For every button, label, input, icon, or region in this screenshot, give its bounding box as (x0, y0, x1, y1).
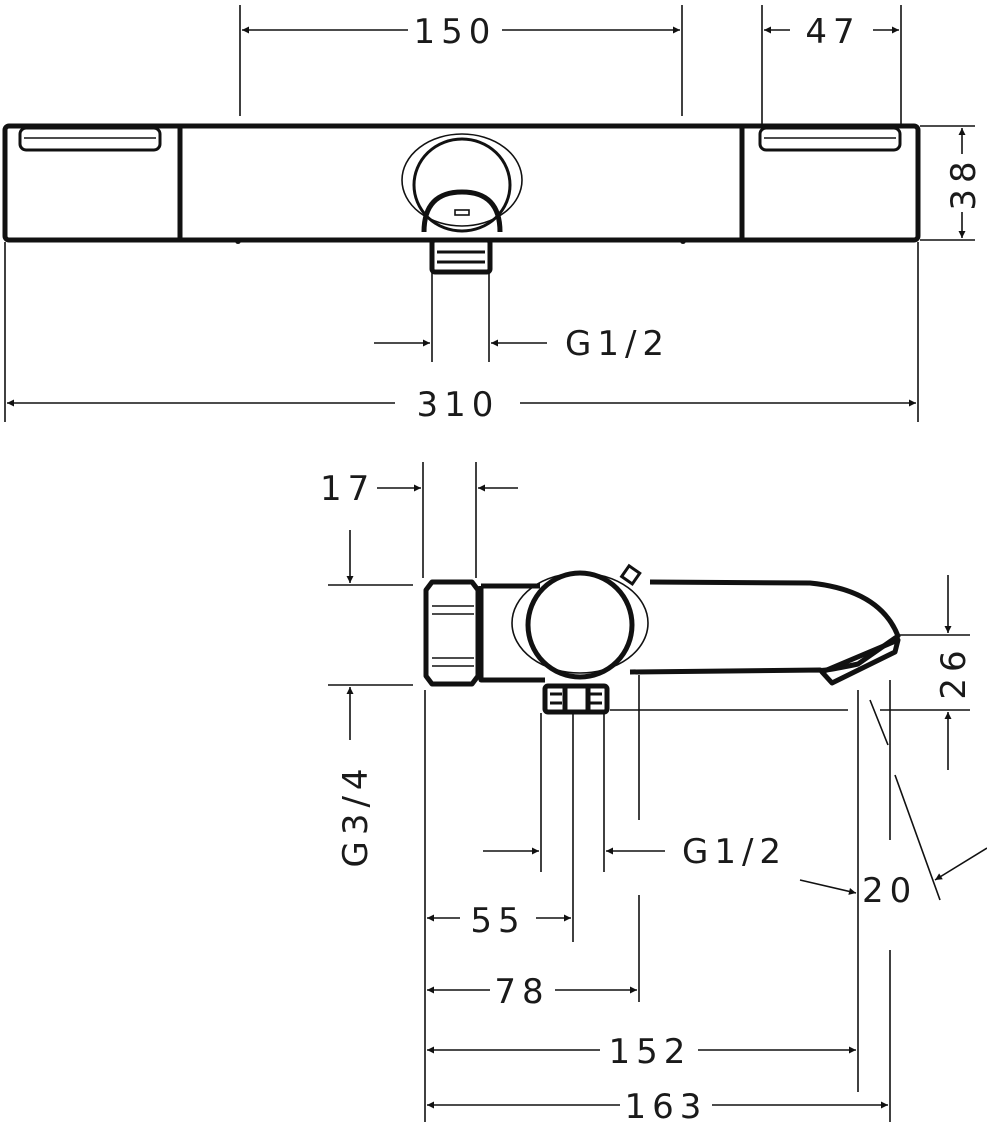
dim-152: 152 (609, 1032, 692, 1072)
left-handle-grip (18, 126, 162, 152)
dim-78: 78 (494, 972, 549, 1012)
dim-g1-2-side: G1/2 (682, 832, 787, 872)
inlet-nut (423, 579, 481, 687)
outlet-fitting (542, 683, 610, 715)
top-view: 150 47 38 G1/2 310 (2, 5, 984, 425)
dim-310: 310 (417, 385, 500, 425)
dim-g1-2-top: G1/2 (565, 324, 670, 364)
dim-55: 55 (470, 901, 525, 941)
spout-aerator (819, 637, 901, 686)
outlet-thread (429, 237, 493, 275)
dim-150: 150 (414, 12, 497, 52)
dim-g3-4: G3/4 (336, 762, 376, 867)
dim-26: 26 (934, 644, 974, 699)
shower-outlet-ring (401, 133, 523, 227)
dim-38: 38 (944, 155, 984, 210)
dim-17: 17 (320, 469, 375, 509)
temperature-knob (525, 570, 635, 680)
right-handle-grip (758, 126, 902, 152)
thermostat-body (2, 123, 921, 243)
dim-47: 47 (805, 12, 860, 52)
side-view: 17 G3/4 26 G1/2 20 5 (320, 462, 987, 1127)
dim-20: 20 (862, 871, 917, 911)
dim-163: 163 (625, 1087, 708, 1127)
